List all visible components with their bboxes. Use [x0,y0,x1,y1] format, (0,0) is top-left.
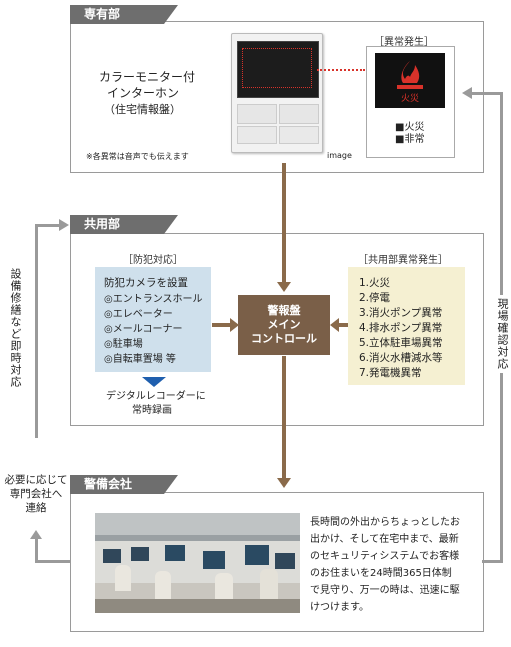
security-desc-line: 出かけ、そして在宅中まで、最新 [310,534,459,545]
left-loop-lower [35,538,38,563]
abnormal-item: 6.消火水槽減水等 [359,352,443,364]
control-label-1: 警報盤 [267,304,301,317]
abnormal-item: 7.発電機異常 [359,367,422,379]
right-vertical-label: 現場確認対応 [496,295,509,373]
abnormal-item: 5.立体駐車場異常 [359,337,443,349]
camera-item: ◎自転車置場 等 [104,354,176,365]
camera-item: ◎駐車場 [104,339,143,350]
camera-item: ◎エレベーター [104,309,173,320]
camera-item: ◎エントランスホール [104,294,203,305]
abnormal-label: ［共用部異常発生］ [358,255,448,266]
security-desc-line: のお住まいを24時間365日体制 [310,568,452,579]
right-loop-arrow-head [462,87,472,99]
intercom-arrow-head [277,282,291,292]
image-caption: image [327,151,352,160]
alarm-display: 火災 [375,53,445,108]
bottom-left-label: 必要に応じて 専門会社へ 連絡 [4,473,68,515]
bottom-left-line: 連絡 [25,502,47,514]
alarm-item: ■非常 [395,134,425,145]
alarm-item: ■火災 [395,122,425,133]
abnormal-arrow-head [330,318,339,332]
intercom-subtitle: （住宅情報盤） [104,103,181,116]
control-room-photo [95,513,300,613]
camera-arrow-head [230,318,239,332]
control-label-2: メイン [267,318,301,331]
security-desc-line: 長時間の外出からちょっとしたお [310,517,460,528]
control-to-security-arrow [282,356,286,478]
camera-title: 防犯カメラを設置 [104,277,188,289]
security-desc-line: で見守り、万一の時は、迅速に駆 [310,585,460,596]
right-loop-top [470,92,503,95]
recorder-text-2: 常時録画 [132,405,172,416]
recorder-text-1: デジタルレコーダーに [106,391,206,402]
alarm-display-text: 火災 [401,93,419,104]
intercom-device [231,33,323,153]
intercom-to-control-arrow [282,163,286,283]
camera-box: 防犯カメラを設置 ◎エントランスホール ◎エレベーター ◎メールコーナー ◎駐車… [95,267,211,372]
abnormal-item: 2.停電 [359,292,391,304]
alarm-label: ［異常発生］ [374,37,434,48]
camera-to-control-arrow [212,323,232,327]
left-lower-arrow-head [30,530,42,539]
left-loop-upper [35,224,38,438]
left-vertical-label: 設備修繕など即時対応 [9,268,22,388]
camera-item: ◎メールコーナー [104,324,183,335]
intercom-title-1: カラーモニター付 [99,70,196,84]
intercom-title-2: インターホン [107,86,180,100]
abnormal-item: 3.消火ポンプ異常 [359,307,443,319]
control-box: 警報盤 メイン コントロール [238,295,330,355]
intercom-buttons [237,104,319,144]
control-label-3: コントロール [251,332,317,345]
abnormal-box: 1.火災 2.停電 3.消火ポンプ異常 4.排水ポンプ異常 5.立体駐車場異常 … [348,267,465,385]
security-description: 長時間の外出からちょっとしたお 出かけ、そして在宅中まで、最新 のセキュリティシ… [310,514,480,616]
security-arrow-head [277,478,291,488]
bottom-left-line: 必要に応じて [4,474,68,486]
bottom-left-line: 専門会社へ [9,488,63,500]
voice-note: ※各異常は音声でも伝えます [86,152,189,161]
abnormal-item: 1.火災 [359,277,391,289]
alarm-link-line [317,69,365,71]
left-upper-arrow-head [59,219,69,231]
intercom-screen [237,41,319,98]
common-section-tab: 共用部 [70,215,178,234]
alarm-panel: 火災 ■火災 ■非常 [366,46,455,158]
security-desc-line: のセキュリティシステムでお客様 [310,551,460,562]
abnormal-to-control-arrow [339,323,348,327]
security-section-tab: 警備会社 [70,475,178,494]
left-loop-top [35,224,61,227]
security-desc-line: けつけます。 [310,602,369,613]
fire-alarm-icon: 火災 [397,61,423,104]
private-section-tab: 専有部 [70,5,178,24]
recorder-arrow-icon [142,377,166,387]
right-loop-bottom [482,560,502,563]
left-loop-bottom [35,560,70,563]
security-label: ［防犯対応］ [123,255,183,266]
abnormal-item: 4.排水ポンプ異常 [359,322,443,334]
